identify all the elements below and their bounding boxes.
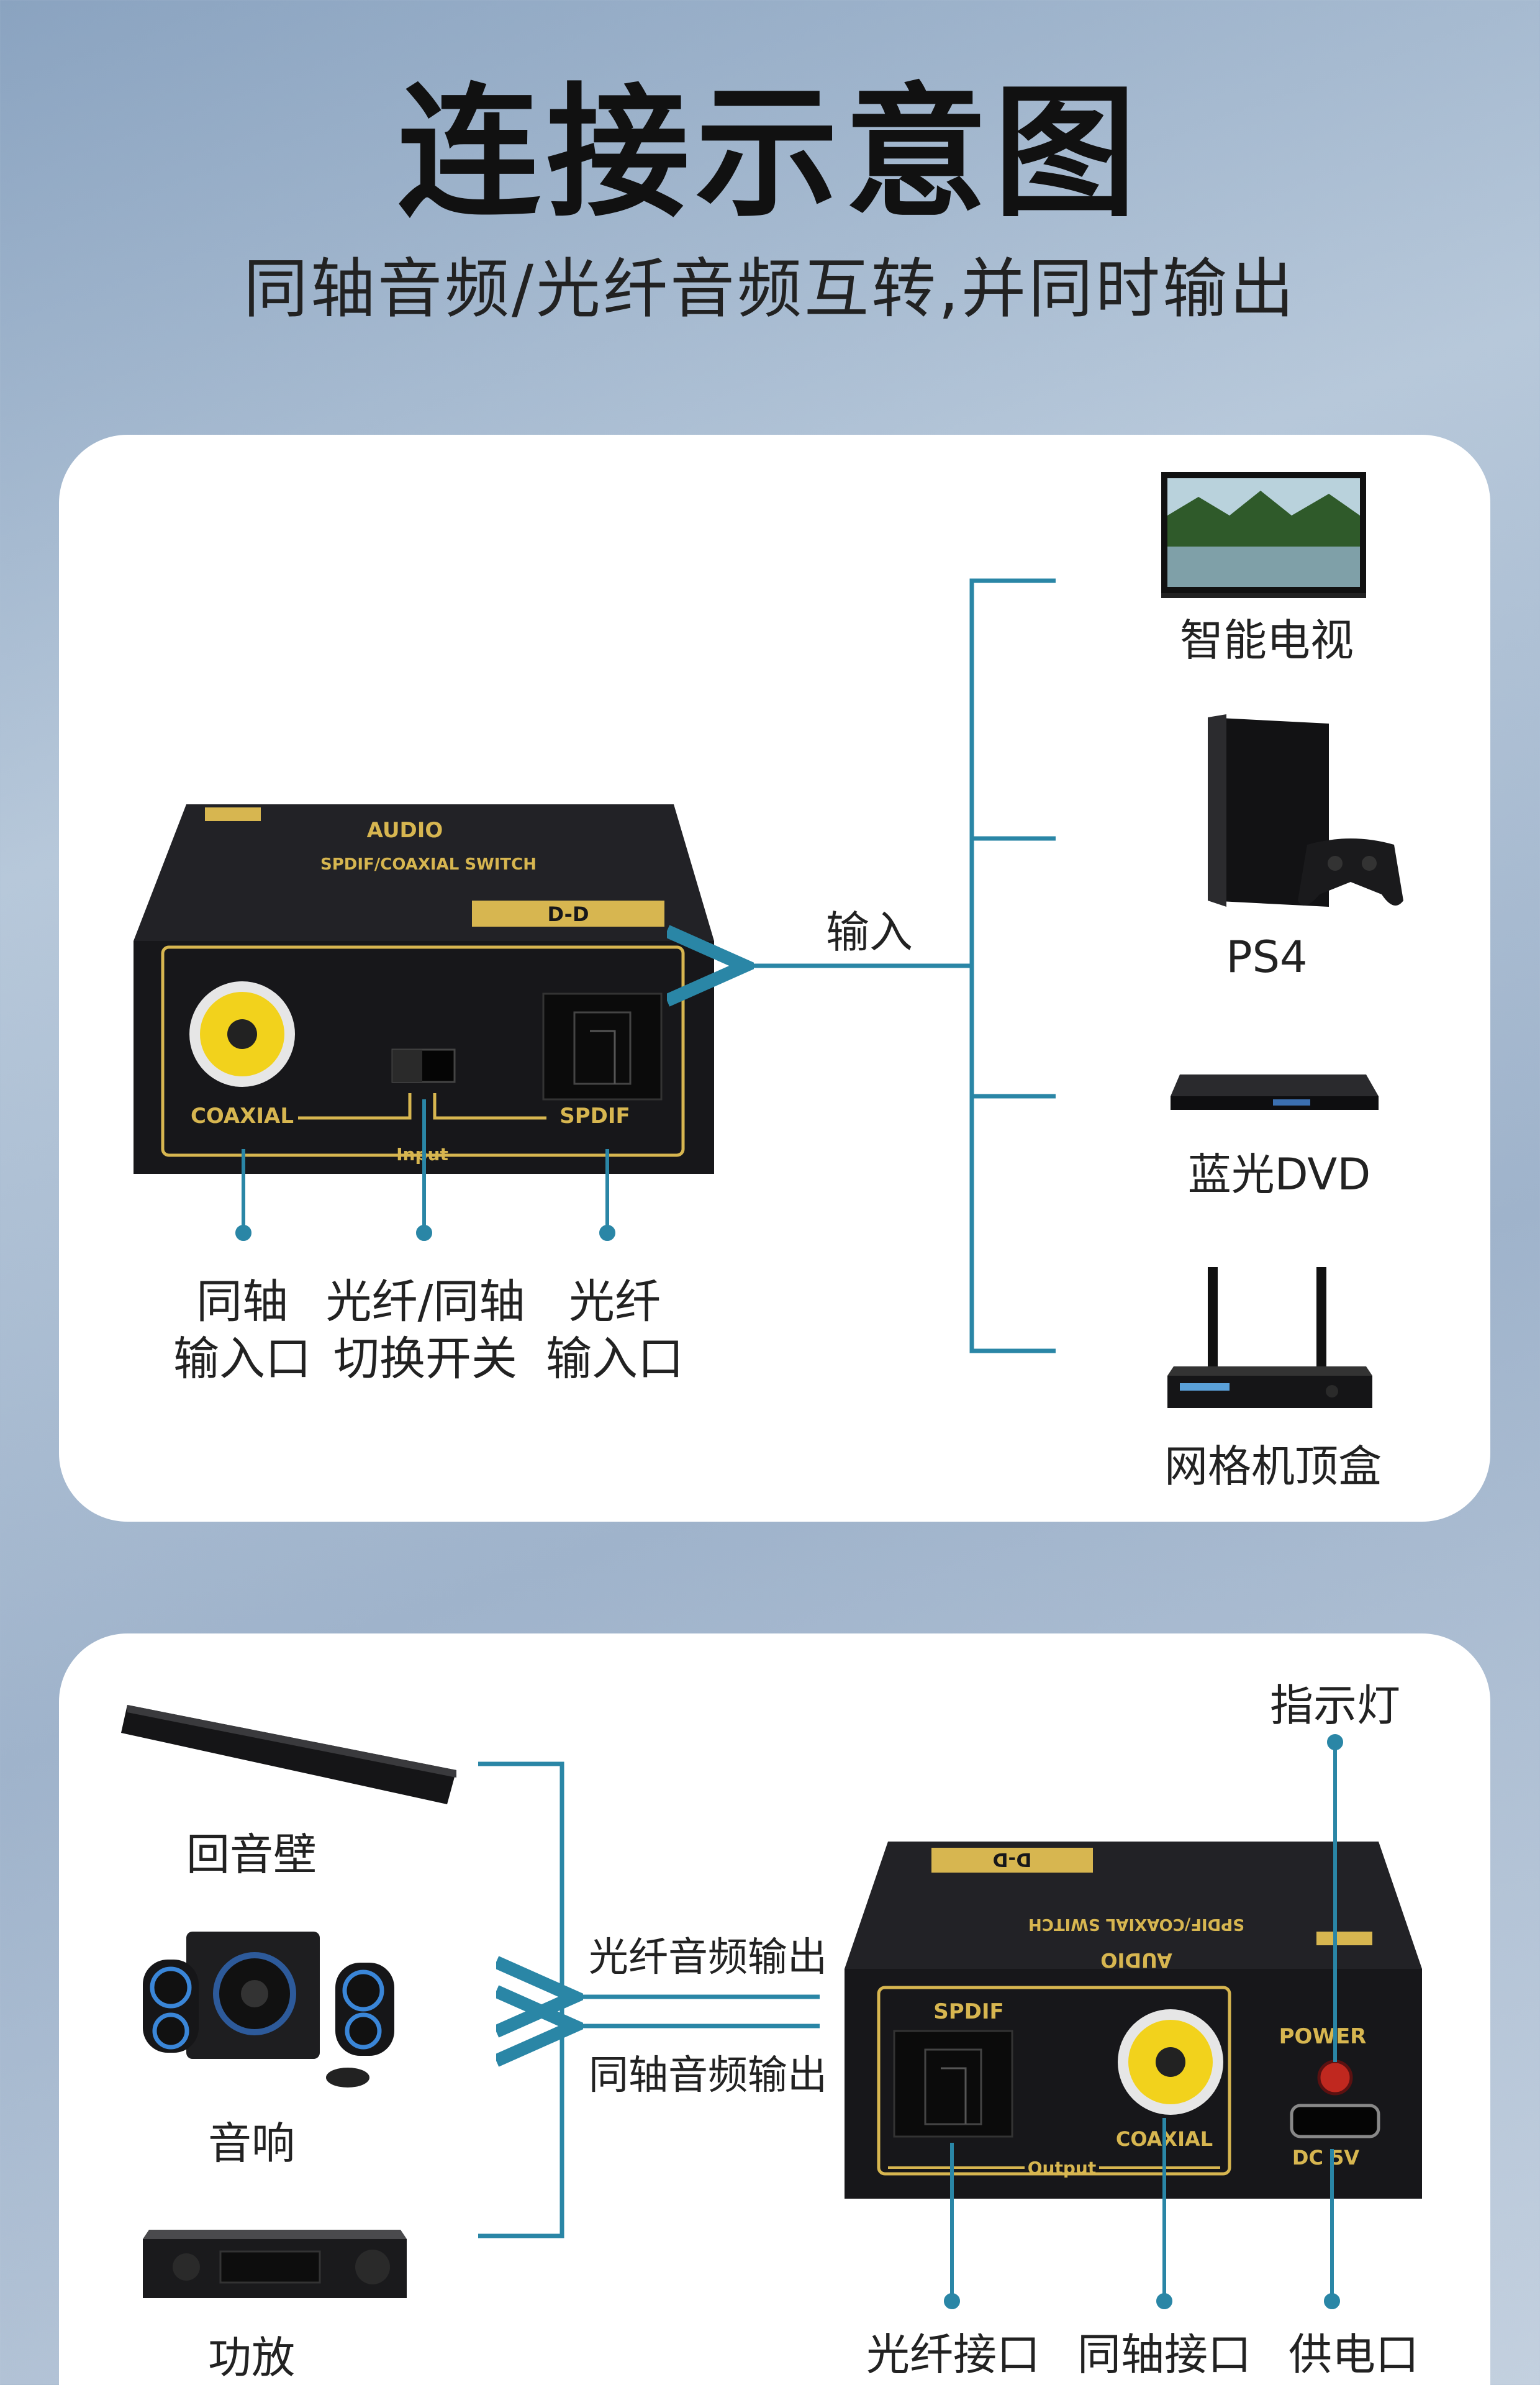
device-brand-label-flipped: AUDIO	[1100, 1948, 1172, 1972]
port-label-power: 供电口	[1289, 2329, 1419, 2380]
power-label: POWER	[1279, 2024, 1367, 2049]
device-brand-label: AUDIO	[367, 818, 443, 843]
port-label-coaxial-out: 同轴接口	[1077, 2329, 1251, 2380]
port-label-coaxial-input: 同轴 输入口	[173, 1275, 311, 1386]
spdif-output-port-icon	[893, 2030, 1013, 2138]
switch-toggle-icon	[392, 1050, 422, 1082]
input-port-leads	[235, 1099, 615, 1241]
indicator-label: 指示灯	[1270, 1680, 1400, 1731]
output-label: Output	[1028, 2158, 1096, 2178]
coaxial-output-label-text: 同轴音频输出	[589, 2053, 827, 2099]
port-label-input-switch: 光纤/同轴 切换开关	[325, 1275, 525, 1386]
power-indicator-led-icon	[1317, 2060, 1353, 2096]
dvd-player-icon	[1171, 1074, 1379, 1110]
coaxial-input-jack-icon	[189, 981, 295, 1087]
page-subtitle: 同轴音频/光纤音频互转,并同时输出	[243, 251, 1297, 327]
optical-output-label: 光纤音频输出	[589, 1935, 827, 1981]
page-title: 连接示意图	[397, 71, 1143, 237]
sink-label-amplifier: 功放	[208, 2332, 295, 2383]
output-bracket-lines	[478, 1761, 820, 2238]
converter-device-input-side: AUDIO SPDIF/COAXIAL SWITCH D-D COAXIAL S…	[134, 804, 714, 1174]
spdif-label: SPDIF	[559, 1104, 630, 1129]
speaker-system-icon	[143, 1932, 394, 2087]
device-model-label: SPDIF/COAXIAL SWITCH	[320, 855, 537, 874]
source-label-dvd: 蓝光DVD	[1187, 1149, 1371, 1200]
logo-plate-icon	[472, 901, 664, 927]
dc-power-port-icon	[1290, 2104, 1380, 2138]
dc-label: DC 5V	[1292, 2146, 1359, 2169]
spdif-output-label: SPDIF	[933, 1999, 1004, 2024]
device-logo-label: D-D	[548, 902, 589, 926]
amplifier-icon	[143, 2230, 407, 2298]
brand-sticker-icon-output	[1316, 1932, 1372, 1945]
converter-device-output-side: AUDIO SPDIF/COAXIAL SWITCH D-D SPDIF COA…	[845, 1842, 1422, 2199]
tv-icon	[1161, 472, 1366, 598]
ps4-icon	[1208, 714, 1403, 907]
sink-label-speakers: 音响	[208, 2118, 295, 2169]
source-label-tv: 智能电视	[1180, 615, 1354, 666]
device-model-label-flipped: SPDIF/COAXIAL SWITCH	[1028, 1915, 1244, 1933]
input-arrow-label: 输入	[826, 907, 913, 958]
output-port-leads	[944, 1734, 1343, 2309]
coaxial-output-jack-icon	[1118, 2009, 1223, 2115]
input-bracket-lines	[745, 578, 1056, 1353]
brand-sticker-icon	[205, 807, 261, 821]
spdif-input-port-icon	[542, 993, 663, 1101]
logo-plate-icon-output	[931, 1848, 1093, 1873]
source-label-ps4: PS4	[1226, 932, 1308, 983]
sink-label-soundbar: 回音壁	[186, 1829, 317, 1880]
set-top-box-icon	[1167, 1267, 1372, 1408]
device-logo-label-flipped: D-D	[993, 1848, 1032, 1870]
coaxial-label: COAXIAL	[191, 1104, 294, 1129]
soundbar-icon	[121, 1705, 456, 1804]
port-label-optical-out: 光纤接口	[866, 2329, 1040, 2380]
port-label-spdif-input: 光纤 输入口	[546, 1275, 684, 1386]
source-label-set-top-box: 网格机顶盒	[1164, 1441, 1382, 1492]
